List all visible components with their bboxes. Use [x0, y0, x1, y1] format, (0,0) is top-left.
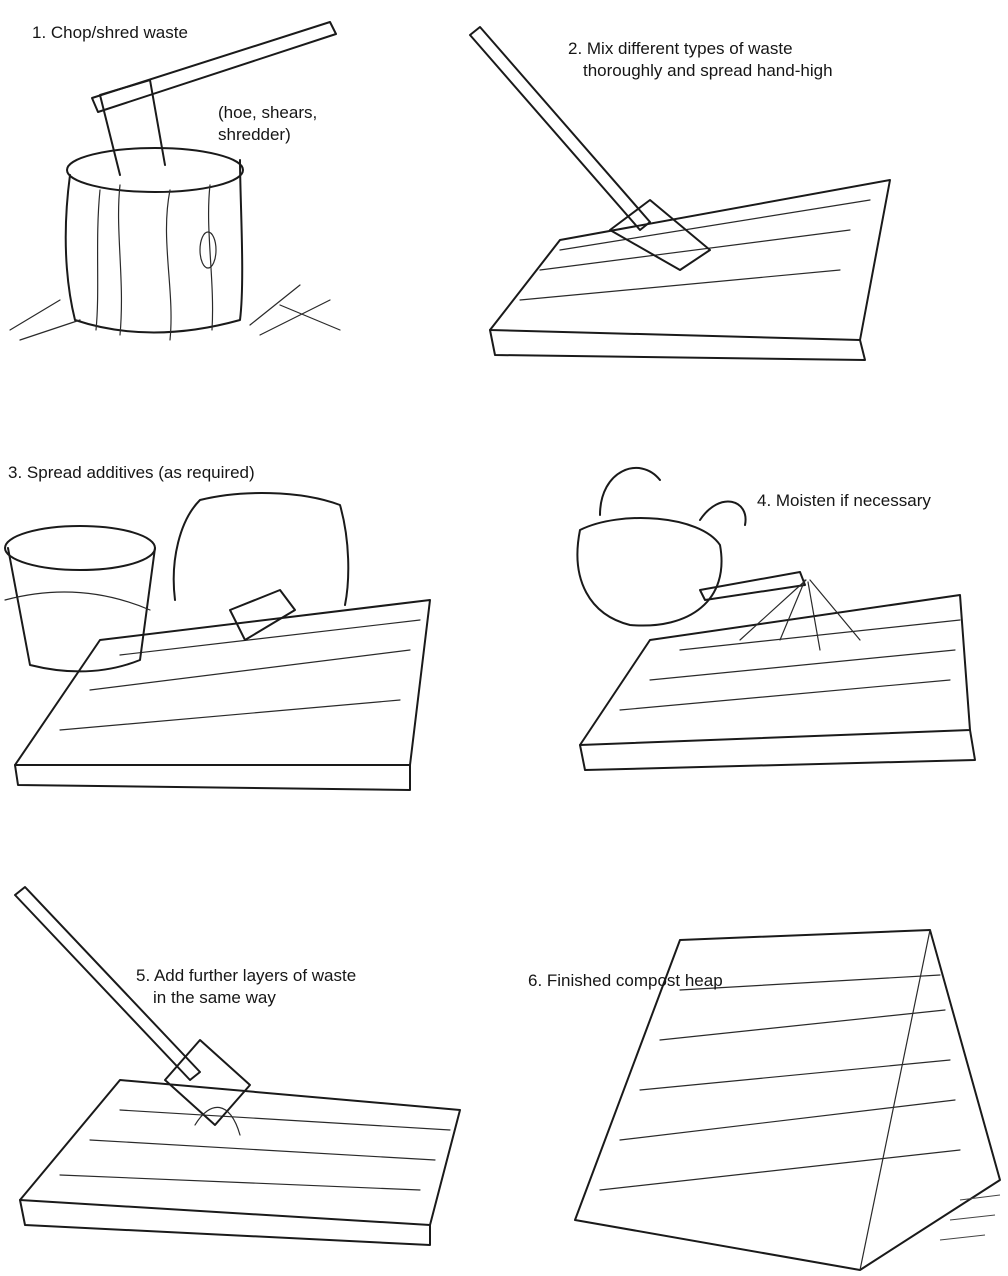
step-1-label: 1. Chop/shred waste [32, 22, 188, 43]
step-2-label-line-2: thoroughly and spread hand-high [583, 60, 833, 81]
step-3-label: 3. Spread additives (as required) [8, 462, 255, 483]
step-5-label-line-2: in the same way [153, 987, 276, 1008]
step-6-label: 6. Finished compost heap [528, 970, 723, 991]
step-1-note-line-1: (hoe, shears, [218, 102, 317, 123]
step-4-label: 4. Moisten if necessary [757, 490, 931, 511]
step-2-label-line-1: 2. Mix different types of waste [568, 38, 793, 59]
bucket-and-sack-icon [5, 493, 430, 790]
step-1-note-line-2: shredder) [218, 124, 291, 145]
spade-adding-layer-icon [15, 887, 460, 1245]
axe-in-stump-icon [10, 22, 340, 340]
step-5-label-line-1: 5. Add further layers of waste [136, 965, 356, 986]
watering-can-icon [577, 468, 975, 770]
